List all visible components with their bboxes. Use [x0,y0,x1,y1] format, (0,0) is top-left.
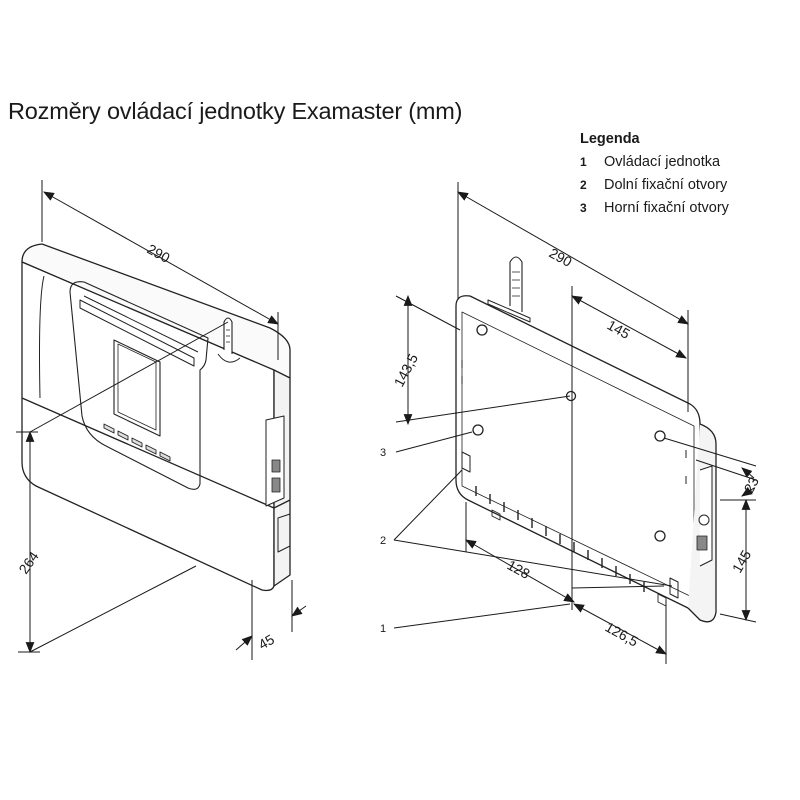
control-unit-rear-view [455,256,717,623]
left-dimension-lines [16,180,307,660]
legend-item-number: 2 [580,178,587,192]
legend-item: 1 Ovládací jednotka [580,151,729,174]
right-dimension-lines [393,182,757,664]
dim-left-height: 264 [15,548,42,576]
dim-right-vertical: 145 [729,547,755,575]
callout-3: 3 [380,447,386,459]
dim-right-bottom-right: 126,5 [603,619,642,650]
legend-item-number: 1 [580,155,587,169]
control-unit-front-view [21,243,291,592]
legend-item: 2 Dolní fixační otvory [580,174,729,197]
page-title: Rozměry ovládací jednotky Examaster (mm) [8,98,463,124]
dim-right-half-width: 145 [605,317,633,342]
legend-item-label: Ovládací jednotka [604,154,721,170]
legend-title: Legenda [580,131,640,147]
callout-2: 2 [380,535,386,547]
dim-left-depth: 45 [256,631,278,653]
dim-right-side-offset: 23 [741,474,763,495]
callout-1: 1 [380,623,386,635]
legend-item-label: Dolní fixační otvory [604,177,728,193]
dim-right-top-offset: 143,5 [391,351,422,390]
dim-right-width: 290 [547,245,575,270]
dim-right-bottom-left: 128 [505,557,533,582]
